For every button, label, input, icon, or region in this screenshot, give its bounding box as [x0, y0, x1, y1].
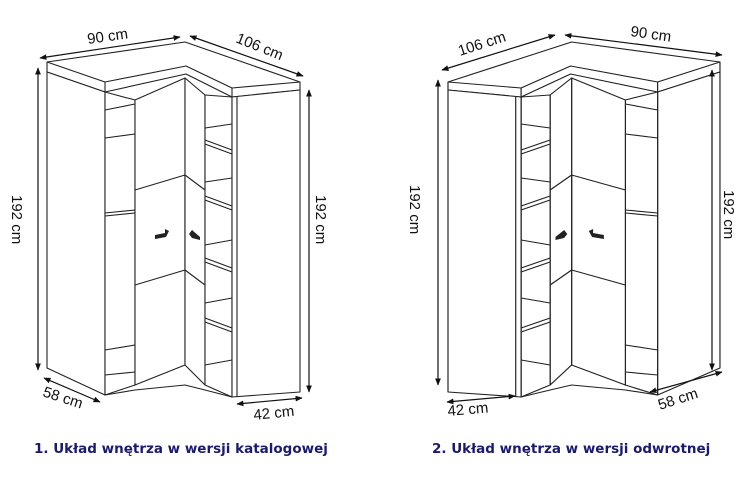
wardrobe-drawing-catalog — [46, 41, 301, 398]
dim-width-right: 90 cm — [629, 23, 672, 46]
dimension-lines-2 — [435, 32, 723, 405]
wardrobe-drawing-reversed — [447, 41, 721, 398]
dim-height-left: 192 cm — [8, 195, 25, 244]
dim-width-right: 106 cm — [234, 30, 286, 64]
dim-width-left: 106 cm — [456, 28, 508, 59]
dim-width-left: 90 cm — [86, 25, 129, 48]
caption-variant-1: 1. Układ wnętrza w wersji katalogowej — [34, 441, 328, 457]
dim-height-left: 192 cm — [406, 185, 423, 234]
dim-depth-left: 58 cm — [41, 384, 85, 413]
dim-depth-right: 42 cm — [253, 403, 295, 424]
dimension-lines-1 — [35, 35, 312, 407]
dim-height-right: 192 cm — [312, 195, 329, 244]
dim-height-right: 192 cm — [720, 190, 737, 239]
dim-depth-left: 42 cm — [447, 399, 489, 419]
caption-variant-2: 2. Układ wnętrza w wersji odwrotnej — [432, 441, 711, 457]
